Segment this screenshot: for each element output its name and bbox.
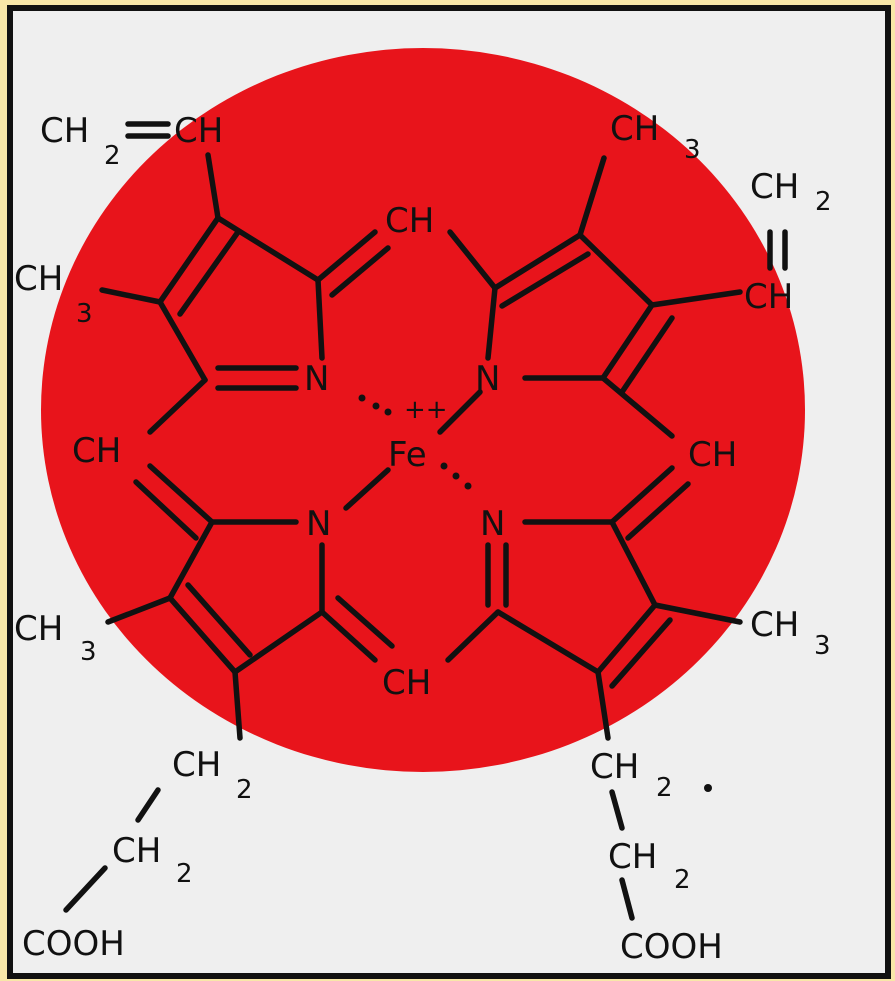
methyl-top-right-sub: 3: [684, 135, 701, 165]
methyl-left-lower-sub: 3: [80, 637, 97, 667]
vinyl-top-left-ch2: CH: [40, 111, 89, 151]
methine-top: CH: [385, 201, 434, 241]
methyl-left-lower: CH: [14, 609, 63, 649]
iron-atom: Fe: [388, 435, 427, 475]
iron-charge: ++: [404, 395, 448, 425]
methyl-right-lower: CH: [750, 605, 799, 645]
methine-left: CH: [72, 431, 121, 471]
nitrogen-bottom-right: N: [480, 504, 505, 544]
methyl-left-upper: CH: [14, 259, 63, 299]
methine-right: CH: [688, 435, 737, 475]
vinyl-right-ch: CH: [744, 277, 793, 317]
propionate-left-ch2-a-sub: 2: [236, 775, 253, 805]
propionate-right-ch2-b-sub: 2: [674, 865, 691, 895]
nitrogen-bottom-left: N: [306, 504, 331, 544]
propionate-left-ch2-b: CH: [112, 831, 161, 871]
methyl-left-upper-sub: 3: [76, 299, 93, 329]
vinyl-top-left-sub: 2: [104, 141, 121, 171]
vinyl-right-sub: 2: [815, 187, 832, 217]
nitrogen-top-left: N: [304, 359, 329, 399]
methyl-top-right: CH: [610, 109, 659, 149]
methyl-right-lower-sub: 3: [814, 631, 831, 661]
vinyl-top-left-ch: CH: [174, 111, 223, 151]
propionate-right-ch2-a: CH: [590, 747, 639, 787]
methine-bottom: CH: [382, 663, 431, 703]
propionate-right-ch2-a-sub: 2: [656, 773, 673, 803]
propionate-left-acid: COOH: [22, 924, 125, 964]
vinyl-right-ch2: CH: [750, 167, 799, 207]
propionate-right-acid: COOH: [620, 927, 723, 967]
propionate-right-ch2-b: CH: [608, 837, 657, 877]
propionate-left-ch2-a: CH: [172, 745, 221, 785]
propionate-left-ch2-b-sub: 2: [176, 859, 193, 889]
coordination-dots: [358, 394, 712, 792]
bond-lines: [63, 121, 788, 921]
nitrogen-top-right: N: [475, 359, 500, 399]
